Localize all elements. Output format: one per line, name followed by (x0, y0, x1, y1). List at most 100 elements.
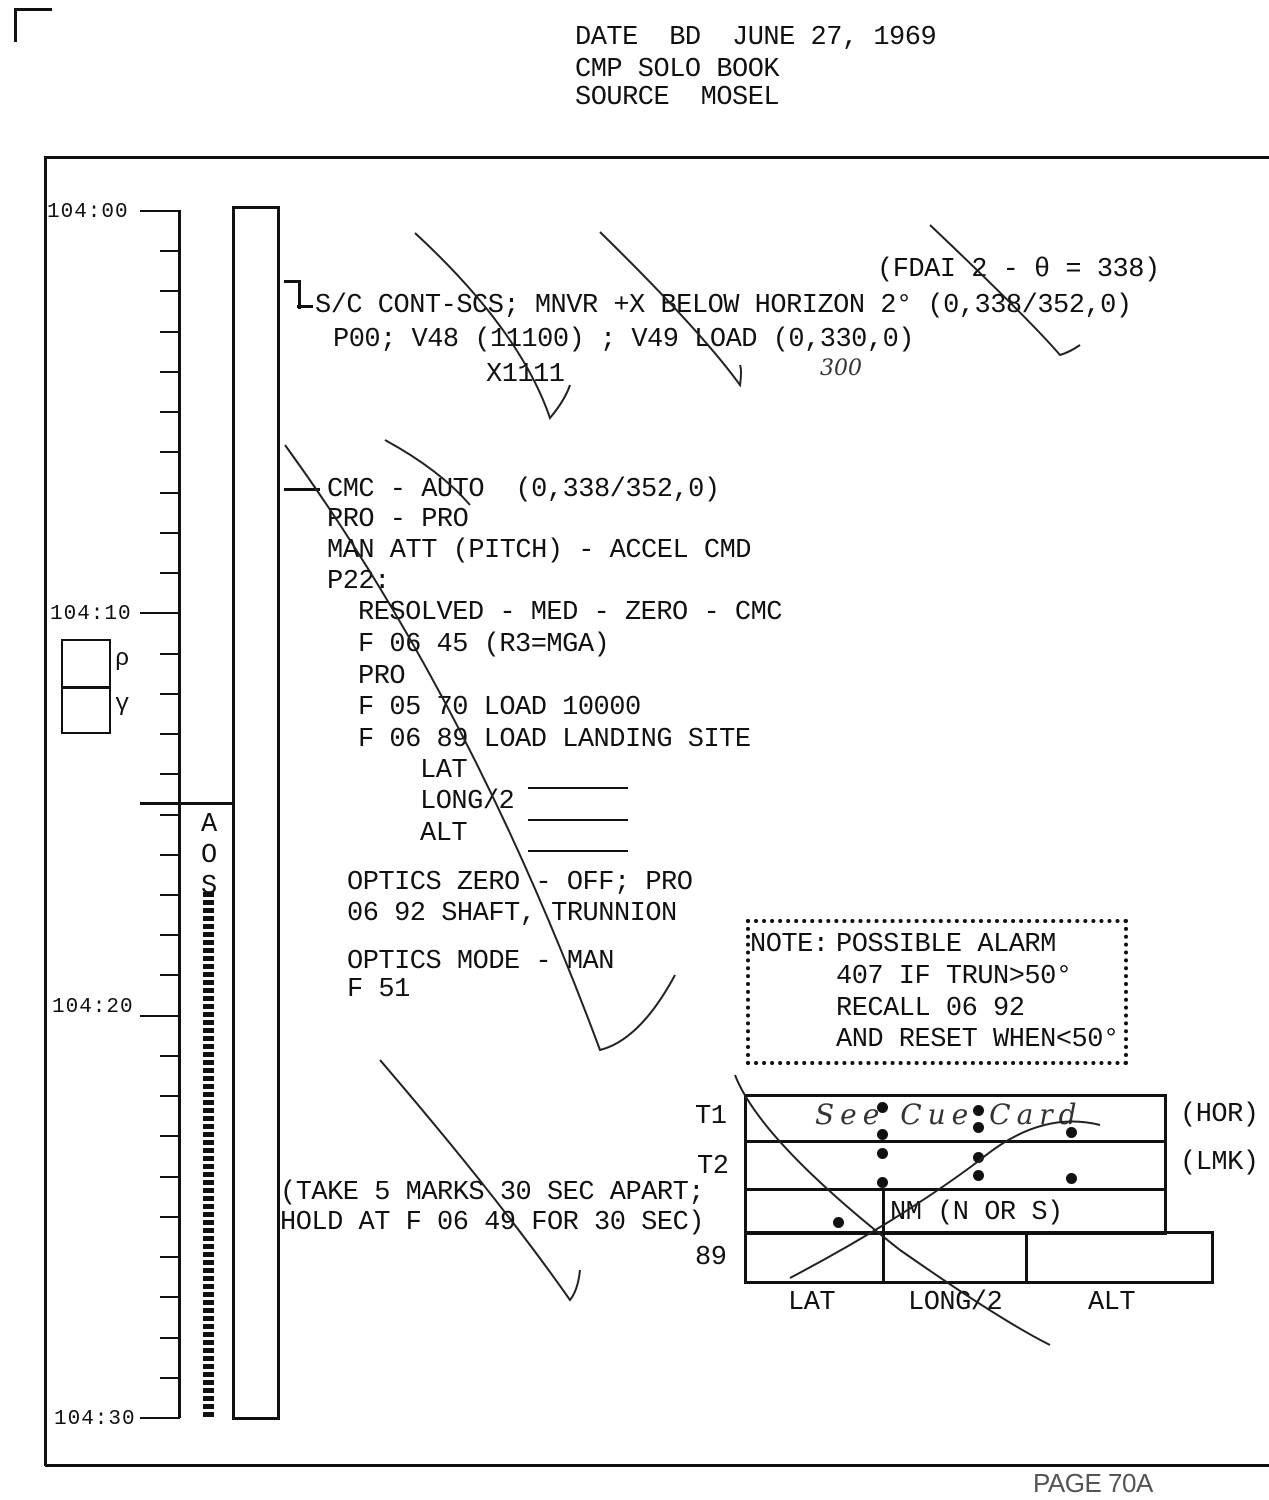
n89-row (744, 1231, 1214, 1284)
minute-tick (160, 692, 180, 695)
t1-label: T1 (695, 1102, 727, 1132)
corner-mark (14, 8, 17, 42)
aos-letter: A (201, 810, 217, 840)
col-alt: ALT (1088, 1288, 1136, 1318)
handwritten-300: 300 (820, 356, 862, 381)
time-label: 104:00 (47, 201, 129, 224)
minute-tick (160, 1256, 180, 1259)
minute-tick (160, 491, 180, 494)
marks-line: HOLD AT F 06 49 FOR 30 SEC) (280, 1208, 704, 1238)
note-label: NOTE: (750, 930, 829, 960)
header-date: DATE BD JUNE 27, 1969 (575, 23, 937, 53)
minute-tick (160, 411, 180, 414)
rho-label: ρ (115, 646, 129, 673)
step-line: P22: (327, 567, 390, 597)
dot (877, 1102, 888, 1113)
t2-row (744, 1140, 1167, 1191)
col-long: LONG/2 (908, 1288, 1003, 1318)
dot (877, 1177, 888, 1188)
minute-tick (160, 1135, 180, 1138)
step-line: CMC - AUTO (0,338/352,0) (327, 475, 720, 505)
dot (973, 1122, 984, 1133)
aos-coverage-bar (203, 892, 214, 1420)
minute-tick (160, 1095, 180, 1098)
header-book: CMP SOLO BOOK (575, 55, 780, 85)
p00-line: P00; V48 (11100) ; V49 LOAD (0,330,0) (333, 325, 915, 355)
frame-bottom (45, 1464, 1269, 1467)
table-divider (1025, 1233, 1028, 1282)
dot (973, 1152, 984, 1163)
header-source: SOURCE MOSEL (575, 83, 780, 113)
time-label: 104:30 (54, 1408, 136, 1431)
p22-step: RESOLVED - MED - ZERO - CMC (358, 598, 782, 628)
major-tick (140, 1014, 180, 1017)
minute-tick (160, 813, 180, 816)
frame-left (44, 156, 47, 1466)
minute-tick (160, 853, 180, 856)
minute-tick (160, 250, 180, 253)
handwritten-see-cue-card: See Cue Card (815, 1098, 1083, 1131)
site-long-blank[interactable] (528, 819, 628, 821)
lmk-label: (LMK) (1180, 1148, 1259, 1178)
dot (877, 1148, 888, 1159)
fdai-note: (FDAI 2 - θ = 338) (877, 255, 1160, 285)
minute-tick (160, 290, 180, 293)
cmc-marker (284, 488, 320, 491)
optics-step: OPTICS MODE - MAN (347, 947, 614, 977)
note-line: AND RESET WHEN<50° (836, 1025, 1119, 1055)
site-lat-label: LAT (420, 756, 468, 786)
gamma-label: γ (115, 691, 129, 718)
minute-tick (160, 733, 180, 736)
v48-second-row: X1111 (486, 360, 565, 390)
aos-start-line (140, 802, 234, 805)
minute-tick (160, 451, 180, 454)
bracket-icon (296, 292, 299, 306)
rho-box (61, 639, 111, 689)
corner-mark (14, 8, 52, 11)
minute-tick (160, 934, 180, 937)
time-label: 104:10 (50, 603, 132, 626)
dot (877, 1129, 888, 1140)
minute-tick (160, 330, 180, 333)
minute-tick (160, 370, 180, 373)
dot (973, 1105, 984, 1116)
dot (1066, 1127, 1077, 1138)
aos-bar (232, 206, 280, 1420)
site-long-label: LONG/2 (420, 787, 515, 817)
note-box (746, 919, 1128, 1065)
nm-label: NM (N OR S) (890, 1198, 1063, 1228)
n89-label: 89 (695, 1243, 727, 1273)
dot (833, 1217, 844, 1228)
major-tick (140, 210, 180, 212)
optics-step: F 51 (347, 975, 410, 1005)
aos-letter: O (201, 841, 217, 871)
optics-step: 06 92 SHAFT, TRUNNION (347, 899, 677, 929)
marks-line: (TAKE 5 MARKS 30 SEC APART; (280, 1178, 704, 1208)
minute-tick (160, 1215, 180, 1218)
major-tick (140, 1417, 180, 1419)
site-alt-blank[interactable] (528, 850, 628, 852)
minute-tick (160, 1376, 180, 1379)
frame-top (45, 156, 1269, 159)
minute-tick (160, 531, 180, 534)
minute-tick (160, 652, 180, 655)
major-tick (140, 612, 180, 615)
minute-tick (160, 1054, 180, 1057)
site-lat-blank[interactable] (528, 787, 628, 789)
p22-step: F 06 89 LOAD LANDING SITE (358, 725, 751, 755)
bracket-icon (284, 280, 301, 309)
minute-tick (160, 1175, 180, 1178)
dot (973, 1170, 984, 1181)
note-line: RECALL 06 92 (836, 994, 1025, 1024)
step-line: PRO - PRO (327, 505, 469, 535)
note-line: POSSIBLE ALARM (836, 930, 1056, 960)
table-divider (882, 1190, 885, 1282)
minute-tick (160, 1296, 180, 1299)
minute-tick (160, 1336, 180, 1339)
col-lat: LAT (788, 1288, 836, 1318)
hor-label: (HOR) (1180, 1100, 1259, 1130)
t2-label: T2 (697, 1152, 729, 1182)
time-label: 104:20 (52, 996, 134, 1019)
sc-cont-line: S/C CONT-SCS; MNVR +X BELOW HORIZON 2° (… (315, 291, 1132, 321)
minute-tick (160, 572, 180, 575)
